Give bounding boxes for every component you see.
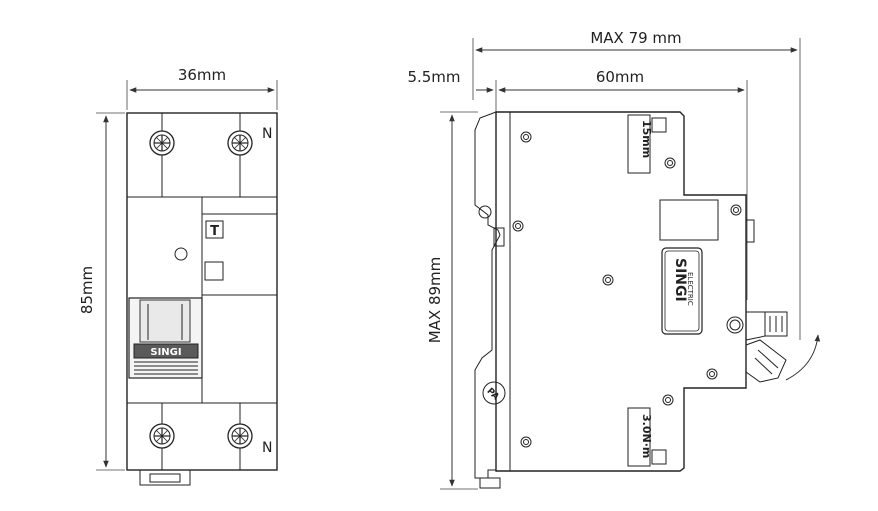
side-breaker-body: PA 15mm 3.0N·m SINGI ELECTRIC [474,111,755,489]
front-neutral-bottom-label: N [262,440,272,456]
front-height-label: 85mm [78,266,96,314]
total-height-label: MAX 89mm [426,257,444,344]
front-top-left-screw [149,130,175,156]
front-bottom-right-screw [227,423,253,449]
handle-brand: SINGI [150,347,181,358]
body-depth-label: 60mm [596,68,644,86]
toggle-lever [745,311,821,383]
front-width-dimension: 36mm [126,66,278,110]
strip-length-label: 15mm [640,120,653,158]
pa-mark: PA [482,381,506,405]
total-depth-label: MAX 79 mm [590,29,681,47]
test-button-label: T [210,224,219,239]
front-width-label: 36mm [178,66,226,84]
body-depth-dimension: 60mm [498,68,748,300]
torque-label: 3.0N·m [640,414,653,458]
pa-mark-label: PA [485,386,501,402]
indicator-window [204,261,224,281]
total-height-dimension: MAX 89mm [426,111,478,490]
led-indicator [174,247,188,261]
front-neutral-top-label: N [262,126,272,142]
front-bottom-left-screw [149,423,175,449]
operating-handle: SINGI [128,297,203,379]
front-height-dimension: 85mm [78,112,125,471]
rail-offset-label: 5.5mm [407,68,460,86]
total-depth-dimension: MAX 79 mm [472,29,801,340]
side-view: MAX 79 mm 5.5mm 60mm MAX 89mm [407,29,821,490]
side-brand: SINGI [672,258,688,302]
test-button: T [205,220,224,239]
side-brand-sub: ELECTRIC [686,272,694,306]
front-view: 36mm 85mm N N [78,66,278,486]
front-top-right-screw [227,130,253,156]
rail-offset-dimension: 5.5mm [407,68,497,112]
